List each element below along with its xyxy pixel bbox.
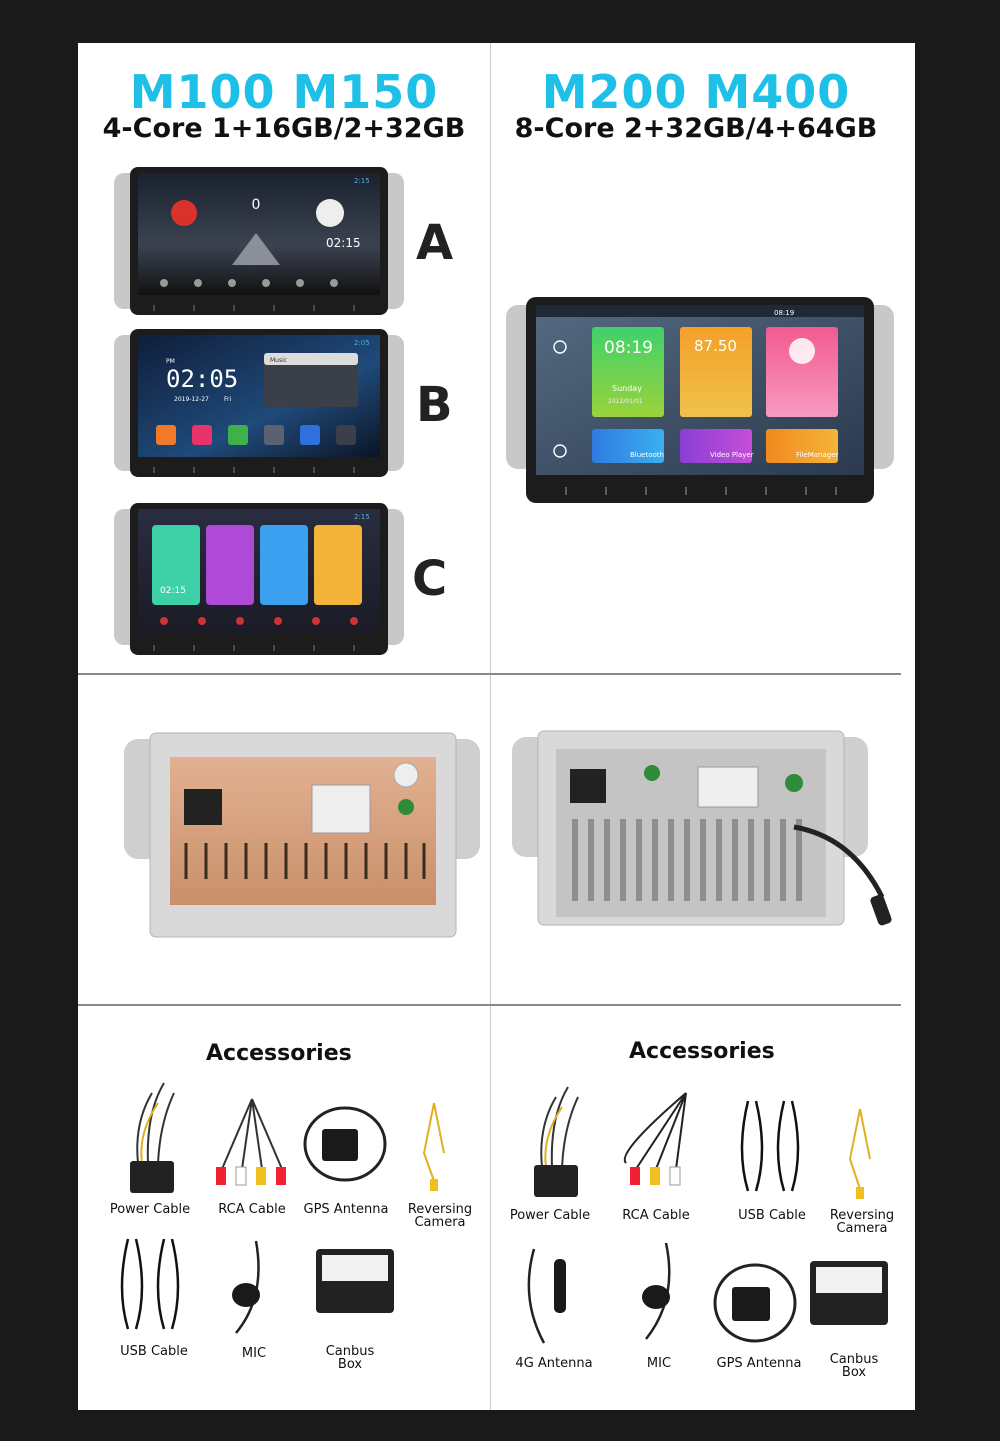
acc-right-rca-cable: RCA Cable (622, 1208, 690, 1223)
row-divider-1 (78, 673, 901, 675)
unit-c-status-time: 2:15 (354, 513, 370, 521)
unit-8core-date: 2012/01/01 (608, 398, 643, 405)
unit-c-clock: 02:15 (160, 586, 186, 596)
variant-c-label: C (412, 551, 448, 607)
acc-left-gps-antenna: GPS Antenna (303, 1202, 389, 1217)
accessories-left-title: Accessories (206, 1041, 352, 1066)
acc-right-gps-antenna: GPS Antenna (716, 1356, 802, 1371)
rca-cable-icon (623, 1092, 687, 1186)
unit-8core-tile-bluetooth: Bluetooth (630, 451, 664, 459)
4g-antenna-icon (527, 1248, 566, 1344)
usb-cable-icon (120, 1238, 180, 1330)
acc-right-mic: MIC (646, 1356, 672, 1371)
unit-b-date: 2019-12-27 (174, 396, 209, 403)
variant-b-label: B (416, 377, 453, 433)
canbus-box-icon (316, 1249, 394, 1313)
accessories-right-title: Accessories (629, 1039, 775, 1064)
row-divider-2 (78, 1004, 901, 1006)
power-cable-icon (130, 1082, 175, 1193)
acc-right-power-cable: Power Cable (509, 1208, 591, 1223)
rca-cable-icon (216, 1098, 286, 1186)
gps-antenna-icon (303, 1106, 387, 1182)
unit-8core-tile-files: FileManager (796, 451, 839, 459)
unit-b-music-label: Music (270, 357, 287, 364)
left-model-names: M100 M150 (129, 65, 439, 119)
head-unit-b: PM 02:05 2019-12-27 Fri Music 2:05 (114, 329, 404, 477)
unit-8core-radio: 87.50 (694, 337, 737, 355)
unit-8core-day: Sunday (612, 384, 642, 393)
acc-left-power-cable: Power Cable (109, 1202, 191, 1217)
unit-a-status-time: 2:15 (354, 177, 370, 185)
acc-right-4g-antenna: 4G Antenna (515, 1356, 593, 1371)
acc-left-rca-cable: RCA Cable (218, 1202, 286, 1217)
mic-icon (642, 1242, 671, 1340)
head-unit-a: 0 02:15 2:15 (114, 167, 404, 315)
unit-a-clock: 02:15 (326, 236, 361, 250)
product-sheet: M100 M150 4-Core 1+16GB/2+32GB M200 M400… (78, 43, 915, 1410)
unit-8core-status-time: 08:19 (774, 309, 794, 317)
variant-a-label: A (416, 215, 454, 271)
right-model-names: M200 M400 (541, 65, 851, 119)
head-unit-8core: 08:19 08:19 Sunday 2012/01/01 87.50 Blue… (506, 297, 894, 503)
right-spec: 8-Core 2+32GB/4+64GB (514, 113, 878, 144)
unit-b-clock: 02:05 (166, 365, 238, 393)
gps-antenna-icon (713, 1263, 797, 1343)
unit-b-ampm: PM (166, 358, 175, 365)
mic-icon (232, 1240, 260, 1334)
rear-view-left (124, 732, 480, 938)
rear-view-right (512, 730, 892, 926)
head-unit-c: 02:15 2:15 (114, 503, 404, 655)
reversing-camera-icon (422, 1102, 445, 1191)
unit-8core-clock: 08:19 (604, 338, 653, 358)
acc-left-usb-cable: USB Cable (120, 1344, 188, 1359)
usb-cable-icon (740, 1100, 800, 1192)
svg-text:0: 0 (252, 197, 261, 213)
left-spec: 4-Core 1+16GB/2+32GB (102, 113, 466, 144)
column-divider (490, 43, 491, 1410)
reversing-camera-icon (848, 1108, 871, 1199)
unit-b-status-time: 2:05 (354, 339, 370, 347)
acc-left-mic: MIC (241, 1346, 267, 1361)
unit-b-weekday: Fri (224, 396, 231, 403)
acc-right-usb-cable: USB Cable (738, 1208, 806, 1223)
canbus-box-icon (810, 1261, 888, 1325)
unit-8core-tile-video: Video Player (710, 451, 754, 459)
power-cable-icon (534, 1086, 579, 1197)
